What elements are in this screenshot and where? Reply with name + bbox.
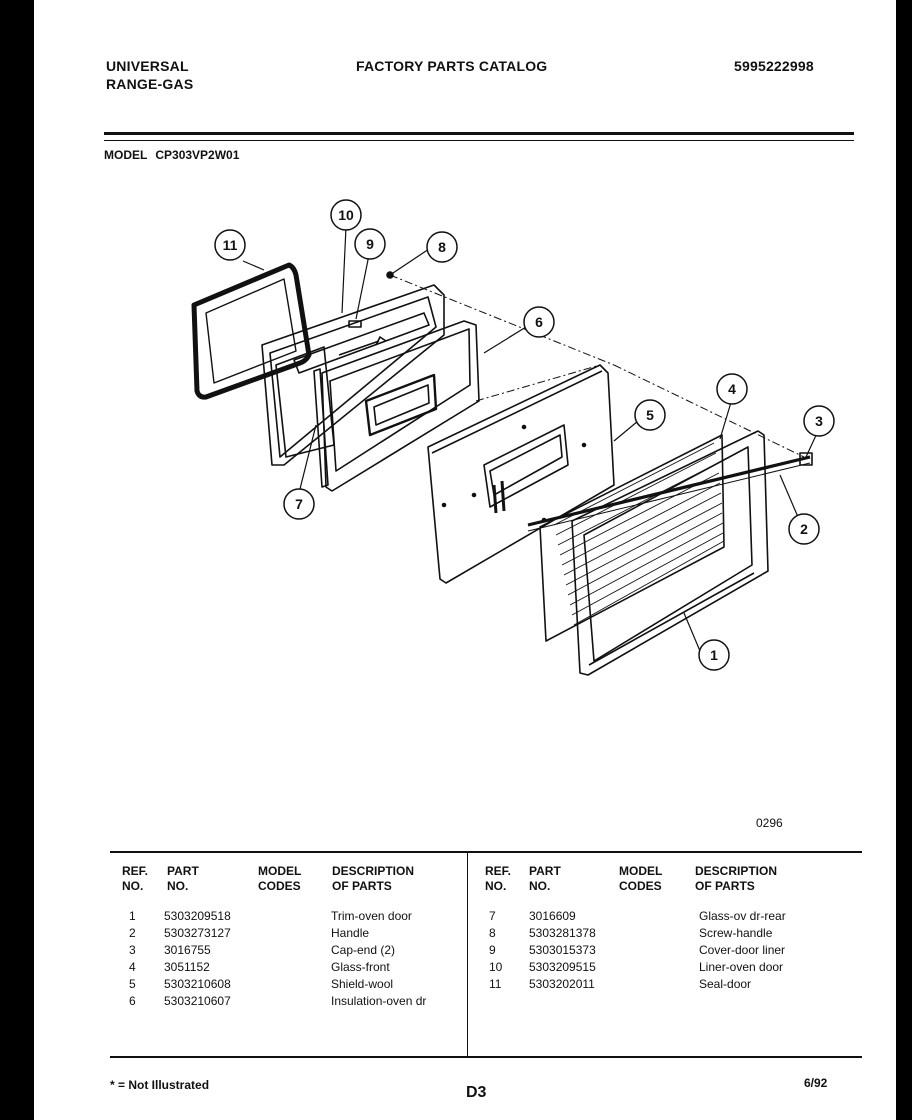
insulation-oven-door-part [321, 320, 480, 492]
callout-1: 1 [710, 647, 718, 663]
catalog-page: UNIVERSAL RANGE-GAS FACTORY PARTS CATALO… [34, 0, 896, 1120]
table-cell-desc: Trim-oven door [331, 909, 412, 923]
table-divider [467, 853, 468, 1056]
model-number: CP303VP2W01 [155, 148, 240, 162]
callout-6: 6 [535, 314, 543, 330]
callout-leaders [242, 226, 819, 652]
table-cell-part: 5303209518 [164, 909, 231, 923]
table-cell-ref: 6 [129, 994, 136, 1008]
callout-7: 7 [295, 496, 303, 512]
page-code: D3 [466, 1084, 487, 1101]
cover-door-liner-part [338, 320, 387, 356]
table-cell-ref: 11 [489, 977, 502, 991]
header-rule [104, 132, 854, 135]
table-cell-desc: Handle [331, 926, 370, 940]
table-cell-desc: Glass-ov dr-rear [699, 909, 786, 923]
shield-wool-part [427, 364, 615, 584]
table-cell-desc: Glass-front [331, 960, 390, 974]
callout-4: 4 [728, 381, 736, 397]
table-cell-part: 5303015373 [529, 943, 596, 957]
col-part-no: PART NO. [167, 864, 199, 893]
table-top-rule [110, 851, 862, 853]
table-cell-ref: 7 [489, 909, 496, 923]
callout-11: 11 [223, 237, 238, 253]
table-cell-part: 5303281378 [529, 926, 596, 940]
model-label: MODEL [104, 148, 148, 162]
table-cell-part: 5303202011 [529, 977, 595, 991]
table-cell-desc: Screw-handle [699, 926, 773, 940]
leader-lines [389, 274, 805, 458]
table-bottom-rule [110, 1056, 862, 1058]
not-illustrated-note: * = Not Illustrated [110, 1078, 210, 1092]
table-cell-ref: 5 [129, 977, 136, 991]
callout-10: 10 [338, 207, 354, 223]
table-cell-desc: Cover-door liner [699, 943, 786, 957]
col-part-no-right: PART NO. [529, 864, 561, 893]
col-description-right: DESCRIPTION OF PARTS [695, 864, 778, 893]
brand-line-2: RANGE-GAS [106, 76, 194, 92]
col-description: DESCRIPTION OF PARTS [332, 864, 415, 893]
brand-line-1: UNIVERSAL [106, 58, 189, 74]
table-cell-part: 3016609 [529, 909, 576, 923]
table-cell-ref: 1 [129, 909, 136, 923]
col-ref-no: REF. NO. [122, 864, 149, 893]
table-cell-part: 3016755 [164, 943, 211, 957]
table-cell-ref: 10 [489, 960, 503, 974]
callout-3: 3 [815, 413, 823, 429]
callout-8: 8 [438, 239, 446, 255]
trim-oven-door-part [571, 430, 769, 676]
table-cell-part: 5303210607 [164, 994, 231, 1008]
glass-rear-part [313, 368, 329, 488]
callout-2: 2 [800, 521, 808, 537]
table-cell-part: 5303209515 [529, 960, 596, 974]
col-ref-no-right: REF. NO. [485, 864, 512, 893]
table-cell-ref: 8 [489, 926, 496, 940]
catalog-number: 5995222998 [734, 58, 814, 74]
table-cell-ref: 3 [129, 943, 136, 957]
callout-circles [214, 199, 835, 671]
table-cell-desc: Shield-wool [331, 977, 394, 991]
table-cell-ref: 2 [129, 926, 136, 940]
exploded-door-diagram: 11 10 9 8 6 7 5 4 3 2 1 [191, 199, 835, 676]
table-cell-ref: 9 [489, 943, 496, 957]
catalog-title: FACTORY PARTS CATALOG [356, 58, 548, 74]
callout-5: 5 [646, 407, 654, 423]
header-rule-thin [104, 140, 854, 141]
table-cell-part: 5303210608 [164, 977, 231, 991]
model-line: MODEL CP303VP2W01 [104, 148, 247, 162]
table-cell-desc: Liner-oven door [699, 960, 784, 974]
table-cell-ref: 4 [129, 960, 136, 974]
table-cell-part: 5303273127 [164, 926, 231, 940]
callout-9: 9 [366, 236, 374, 252]
revision-date: 6/92 [804, 1076, 828, 1090]
seal-door-part [191, 262, 312, 400]
table-cell-desc: Seal-door [699, 977, 752, 991]
col-model-codes-right: MODEL CODES [619, 864, 663, 893]
table-cell-part: 3051152 [164, 960, 210, 974]
table-cell-desc: Cap-end (2) [331, 943, 396, 957]
illustration-code: 0296 [756, 816, 783, 830]
col-model-codes: MODEL CODES [258, 864, 302, 893]
table-cell-desc: Insulation-oven dr [331, 994, 427, 1008]
